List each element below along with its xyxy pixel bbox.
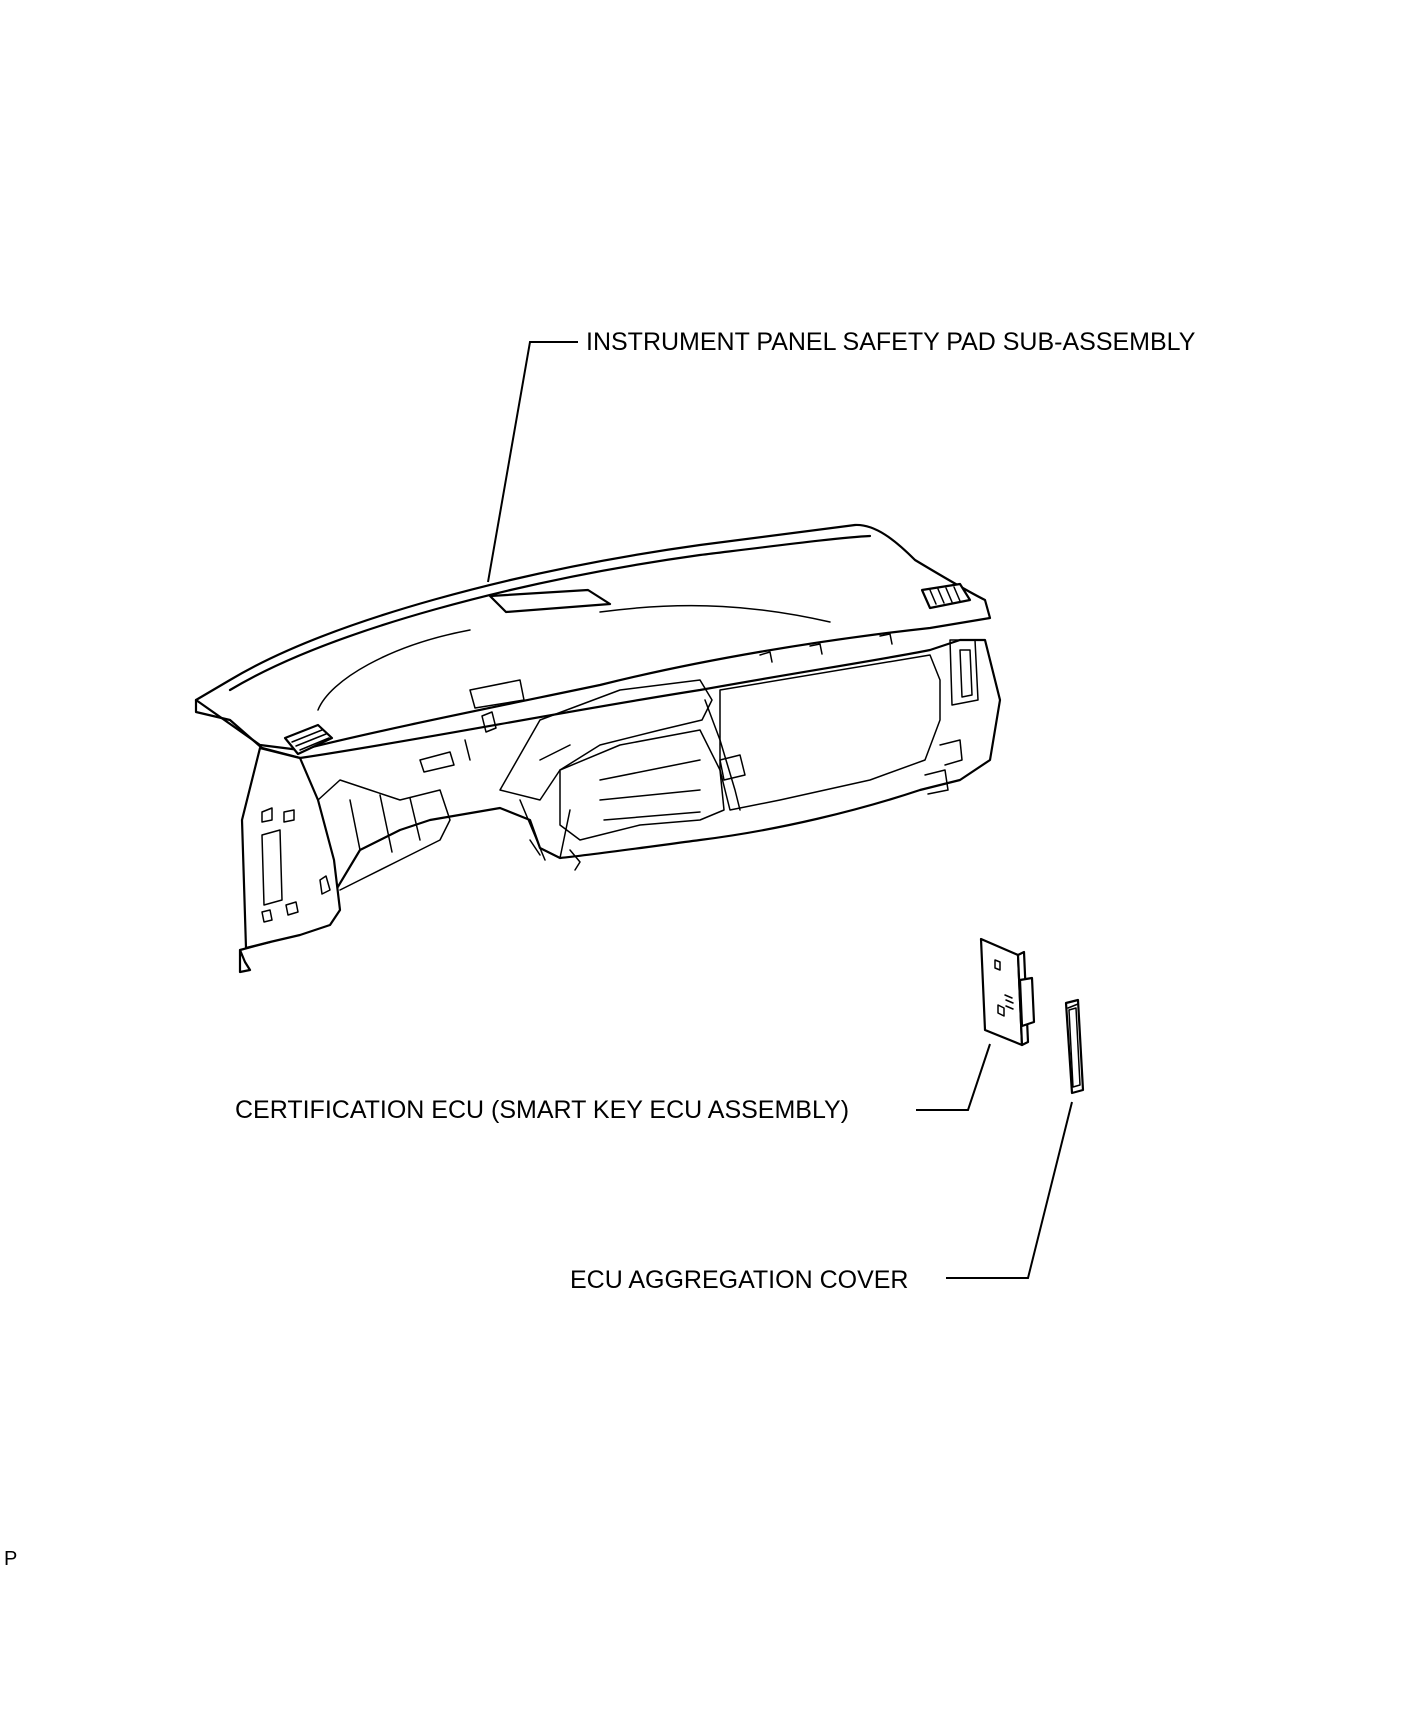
ecu-aggregation-cover-drawing xyxy=(1064,998,1085,1095)
label-instrument-panel-safety-pad: INSTRUMENT PANEL SAFETY PAD SUB-ASSEMBLY xyxy=(586,328,1196,356)
certification-ecu-drawing xyxy=(979,937,1036,1047)
right-vent-icon xyxy=(920,582,972,610)
leader-line-aggregation-cover xyxy=(946,1101,1073,1279)
left-vent-icon xyxy=(283,723,334,756)
instrument-panel-drawing xyxy=(194,523,1002,974)
figure-code: P xyxy=(4,1548,18,1570)
leader-line-certification-ecu xyxy=(916,1043,991,1111)
label-ecu-aggregation-cover: ECU AGGREGATION COVER xyxy=(570,1266,909,1294)
leader-line-safety-pad xyxy=(487,341,578,583)
label-certification-ecu: CERTIFICATION ECU (SMART KEY ECU ASSEMBL… xyxy=(235,1096,850,1124)
